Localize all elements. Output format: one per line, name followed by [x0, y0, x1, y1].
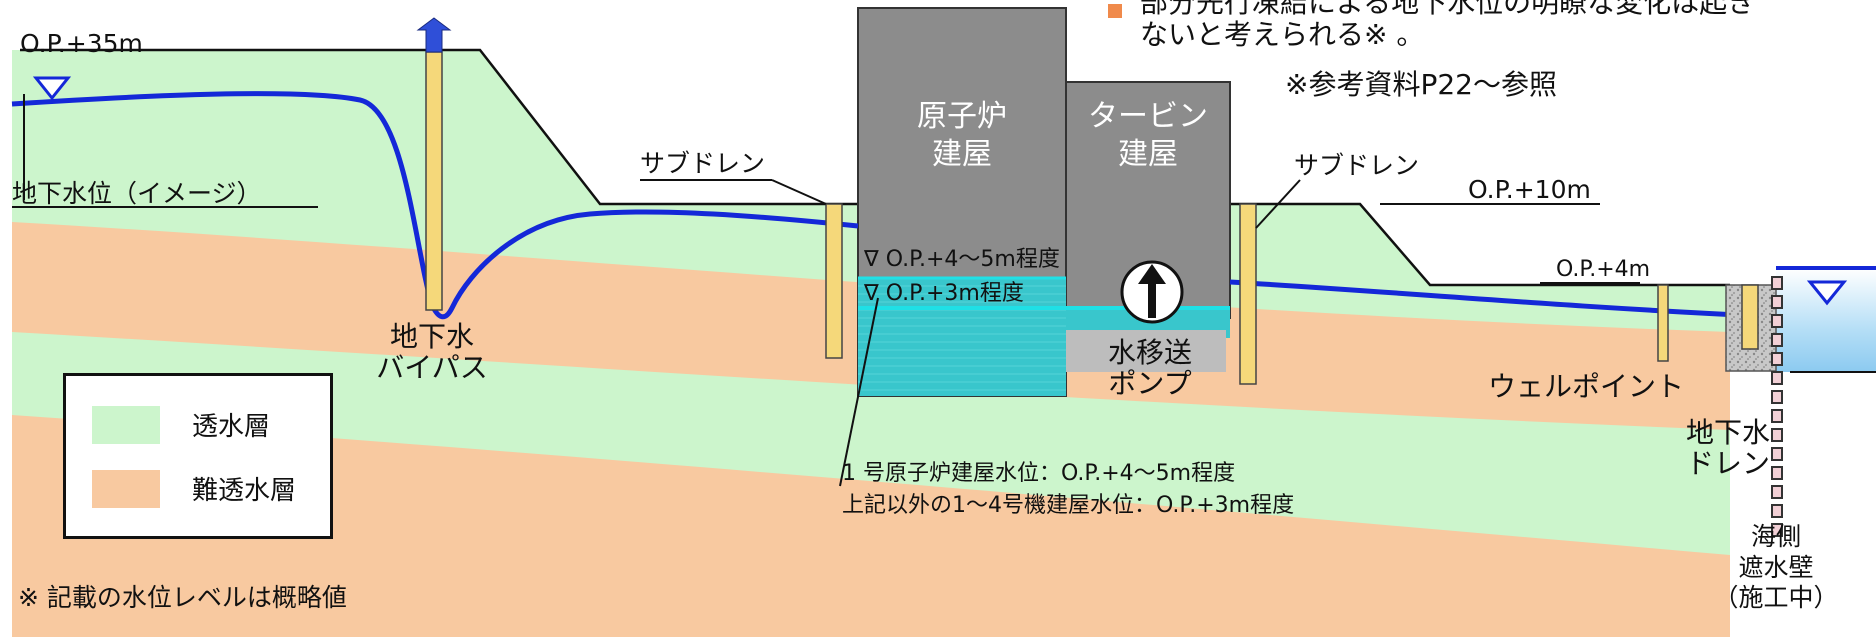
water-level-marker-left — [32, 76, 72, 101]
groundwater-drain-label: 地下水 ドレン — [1668, 416, 1770, 480]
level-op10-label: O.P.+10m — [1468, 175, 1591, 204]
reactor-building-label: 原子炉 建屋 — [858, 98, 1066, 173]
bypass-up-arrow — [416, 17, 452, 53]
water-transfer-pump-label-line1: 水移送 — [1107, 336, 1192, 369]
groundwater-bypass-well — [425, 51, 443, 311]
subdrain-left-label: サブドレン — [640, 149, 766, 178]
note-line1: 部分先行凍結による地下水位の明瞭な変化は起き — [1140, 0, 1756, 19]
legend-swatch-permeable — [92, 406, 160, 444]
sea-wall-label-line3: （施工中） — [1713, 583, 1839, 612]
groundwater-level-line-right — [1229, 279, 1761, 319]
turbine-building-label-line1: タービン — [1088, 99, 1208, 134]
impermeable-layer-lower — [12, 415, 1730, 637]
sea-wall-label-line2: 遮水壁 — [1738, 552, 1814, 582]
level-op35-label: O.P.+35m — [20, 29, 143, 58]
water-transfer-pump-label-line2: ポンプ — [1108, 366, 1192, 400]
level-op4-label: O.P.+4m — [1556, 257, 1651, 282]
legend: 透水層 難透水層 — [63, 373, 333, 539]
leader-subdrain-left-2 — [771, 179, 827, 205]
footnote: ※ 記載の水位レベルは概略値 — [18, 583, 347, 612]
leader-subdrain-right — [1255, 179, 1301, 229]
groundwater-drain-label-line1: 地下水 — [1685, 416, 1770, 449]
note-line2: ないと考えられる※ 。 — [1140, 18, 1425, 51]
other-units-water-level-note: 上記以外の1〜4号機建屋水位：O.P.+3m程度 — [842, 493, 1295, 518]
pump-up-arrow — [1138, 264, 1166, 318]
turbine-building-label-line2: 建屋 — [1118, 136, 1178, 172]
sea-wall-label: 海側 遮水壁 （施工中） — [1706, 522, 1846, 614]
groundwater-bypass-label-line2: バイパス — [376, 350, 488, 384]
groundwater-level-line — [11, 91, 859, 320]
note-bullet — [1108, 4, 1122, 18]
water-transfer-pump-base — [1066, 330, 1226, 372]
water-level-marker-sea — [1806, 280, 1848, 306]
reactor-building-label-line1: 原子炉 — [917, 99, 1007, 134]
well-point — [1657, 284, 1669, 362]
legend-label-impermeable: 難透水層 — [192, 476, 297, 506]
water-level-3-label: ∇ O.P.+3m程度 — [864, 281, 1024, 306]
reactor-building-label-line2: 建屋 — [932, 136, 992, 172]
reactor-building-water — [858, 278, 1066, 396]
groundwater-drain-pipe — [1741, 284, 1759, 350]
groundwater-bypass-label-line1: 地下水 — [389, 320, 474, 353]
subdrain-left — [825, 203, 843, 359]
unit1-water-level-note: 1 号原子炉建屋水位：O.P.+4〜5m程度 — [842, 461, 1236, 486]
water-level-4-5-label: ∇ O.P.+4〜5m程度 — [864, 247, 1060, 272]
groundwater-bypass-label: 地下水 バイパス — [362, 320, 502, 384]
legend-swatch-impermeable — [92, 470, 160, 508]
water-transfer-pump-label: 水移送 ポンプ — [1080, 336, 1220, 400]
subdrain-right — [1239, 203, 1257, 385]
sea-wall-label-line1: 海側 — [1750, 522, 1801, 551]
subdrain-right-label: サブドレン — [1294, 151, 1420, 180]
sea-side-impermeable-wall — [1771, 276, 1783, 537]
groundwater-level-image-label: 地下水位（イメージ） — [12, 179, 262, 208]
reference-note: ※参考資料P22〜参照 — [1285, 68, 1557, 101]
groundwater-drain-label-line2: ドレン — [1685, 446, 1770, 480]
leader-building-water-level — [839, 297, 879, 487]
turbine-building-label: タービン 建屋 — [1066, 98, 1230, 173]
well-point-label: ウェルポイント — [1488, 370, 1685, 403]
legend-label-permeable: 透水層 — [192, 412, 271, 442]
